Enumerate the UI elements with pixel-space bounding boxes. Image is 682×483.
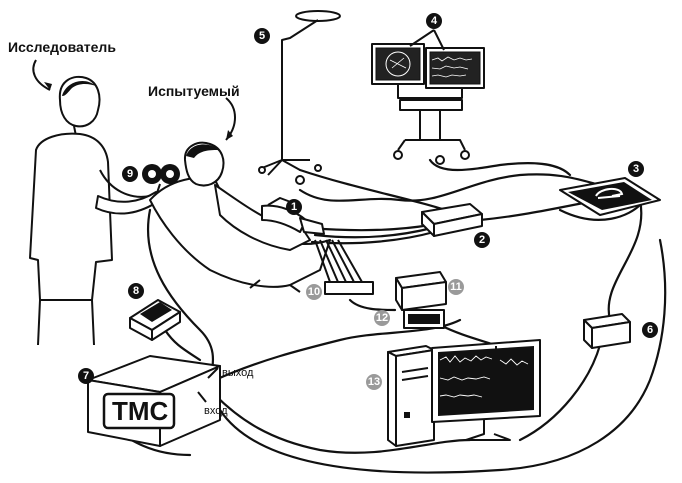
lamp-stand: [259, 11, 340, 184]
svg-text:1: 1: [291, 201, 297, 213]
svg-text:9: 9: [127, 168, 133, 180]
marker-12: 12: [374, 310, 390, 326]
monitor-cart: [372, 44, 484, 164]
svg-text:6: 6: [647, 324, 653, 336]
subject-in-chair: [150, 143, 330, 292]
marker-3: 3: [628, 161, 644, 177]
marker-8: 8: [128, 283, 144, 299]
computer-station: [388, 340, 540, 446]
marker-7: 7: [78, 368, 94, 384]
svg-text:8: 8: [133, 285, 139, 297]
researcher-label: Исследователь: [8, 39, 116, 55]
marker-2: 2: [474, 232, 490, 248]
marker-10: 10: [306, 284, 322, 300]
svg-text:7: 7: [83, 370, 89, 382]
svg-text:13: 13: [368, 376, 380, 388]
svg-text:10: 10: [308, 286, 320, 298]
subject-label: Испытуемый: [148, 83, 240, 99]
researcher-figure: [30, 77, 160, 345]
tablet-device: [560, 178, 660, 215]
input-label: вход: [204, 405, 228, 417]
svg-text:4: 4: [431, 15, 438, 27]
marker-5: 5: [254, 28, 270, 44]
trigger-box: [584, 314, 630, 348]
stimulus-device: [396, 272, 446, 328]
marker-11: 11: [448, 279, 464, 295]
foot-pedal: [130, 300, 180, 340]
svg-text:3: 3: [633, 163, 639, 175]
svg-text:2: 2: [479, 234, 485, 246]
marker-6: 6: [642, 322, 658, 338]
svg-text:12: 12: [376, 312, 388, 324]
amplifier-box: [422, 204, 482, 236]
marker-9: 9: [122, 166, 138, 182]
tms-label: ТМС: [112, 396, 169, 426]
output-label: выход: [222, 367, 254, 379]
marker-13: 13: [366, 374, 382, 390]
svg-text:11: 11: [450, 281, 462, 293]
electrode-splitter: [315, 240, 373, 294]
marker-1: 1: [286, 199, 302, 215]
marker-4: 4: [426, 13, 442, 29]
svg-text:5: 5: [259, 30, 265, 42]
